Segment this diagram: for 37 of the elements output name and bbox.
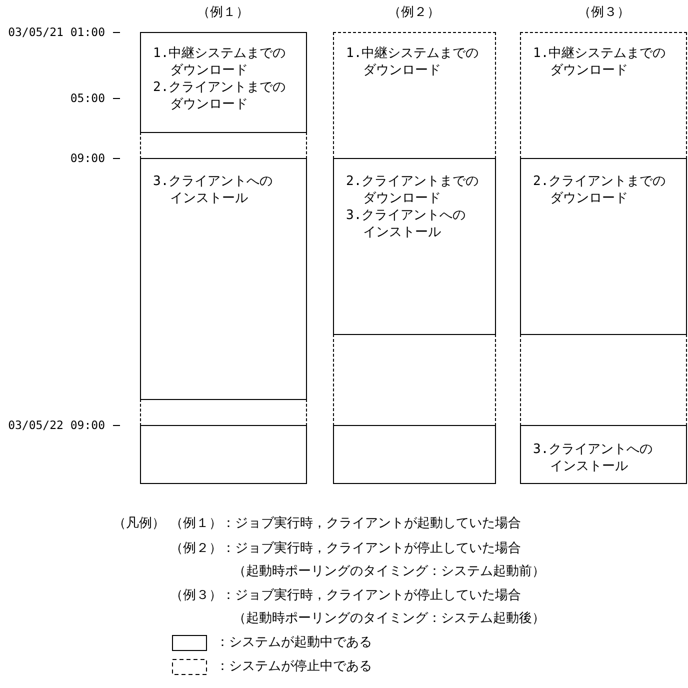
time-label: 03/05/21 01:00 xyxy=(8,24,105,40)
legend-note: （例２）：ジョブ実行時，クライアントが停止していた場合 xyxy=(170,541,521,557)
legend-note: （例１）：ジョブ実行時，クライアントが起動していた場合 xyxy=(170,516,521,532)
running-period-bar xyxy=(520,425,687,484)
step-text: 1.中継システムまでのダウンロード xyxy=(533,45,667,79)
running-period-bar xyxy=(520,158,687,335)
column-heading: （例１） xyxy=(197,5,249,21)
step-text: 2.クライアントまでのダウンロード xyxy=(153,79,287,113)
stopped-period-bar xyxy=(333,334,496,426)
stopped-period-bar xyxy=(140,399,307,426)
legend-note: （起動時ポーリングのタイミング：システム起動前） xyxy=(233,564,545,580)
column-heading: （例２） xyxy=(388,5,440,21)
running-period-bar xyxy=(333,158,496,335)
step-text: 1.中継システムまでのダウンロード xyxy=(153,45,287,79)
legend-note: （凡例） xyxy=(113,516,165,532)
time-label: 09:00 xyxy=(70,150,105,166)
step-text: 3.クライアントへのインストール xyxy=(153,173,274,207)
stopped-period-bar xyxy=(520,334,687,426)
stopped-period-bar xyxy=(520,32,687,159)
step-text: 2.クライアントまでのダウンロード xyxy=(346,173,480,207)
stopped-period-bar xyxy=(140,132,307,159)
step-text: 1.中継システムまでのダウンロード xyxy=(346,45,480,79)
column-heading: （例３） xyxy=(578,5,630,21)
running-period-bar xyxy=(333,425,496,484)
stopped-period-bar xyxy=(333,32,496,159)
time-label: 05:00 xyxy=(70,90,105,106)
running-period-bar xyxy=(140,158,307,400)
time-label: 03/05/22 09:00 xyxy=(8,417,105,433)
step-text: 2.クライアントまでのダウンロード xyxy=(533,173,667,207)
running-period-bar xyxy=(140,32,307,133)
legend-note: （起動時ポーリングのタイミング：システム起動後） xyxy=(233,611,545,627)
legend-text: ：システムが停止中である xyxy=(216,659,372,675)
step-text: 3.クライアントへのインストール xyxy=(533,441,654,475)
step-text: 3.クライアントへのインストール xyxy=(346,207,467,241)
legend-text: ：システムが起動中である xyxy=(216,635,372,651)
legend-note: （例３）：ジョブ実行時，クライアントが停止していた場合 xyxy=(170,588,521,604)
running-period-bar xyxy=(140,425,307,484)
